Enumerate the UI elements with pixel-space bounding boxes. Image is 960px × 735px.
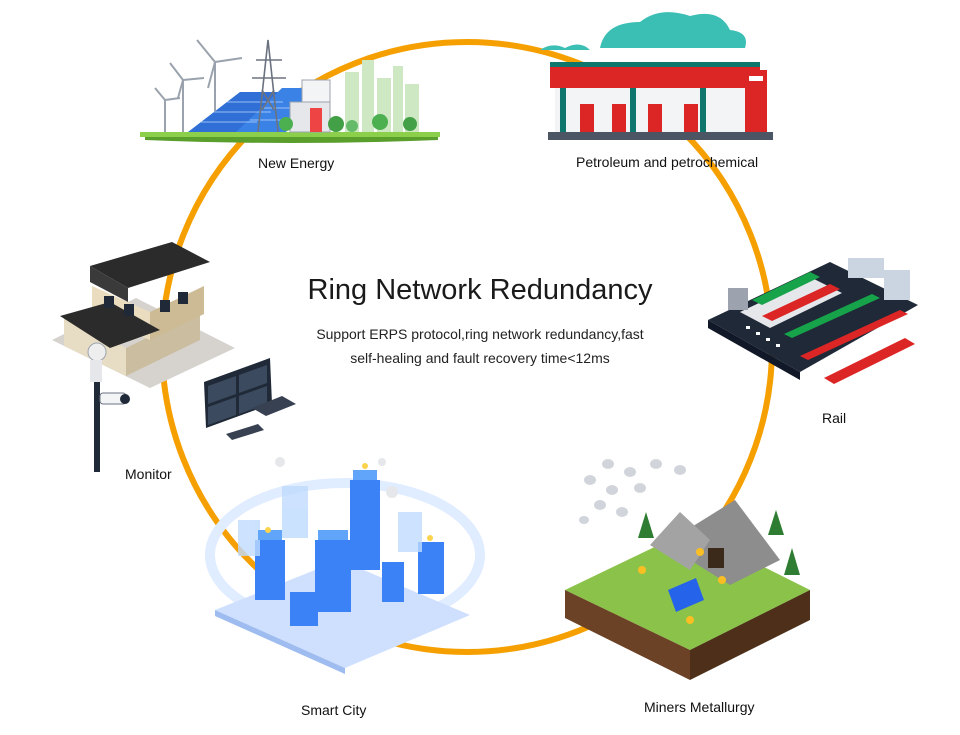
gas-station-icon <box>540 12 773 140</box>
node-label-monitor: Monitor <box>125 466 172 482</box>
node-label-rail: Rail <box>822 410 847 426</box>
smart-city-icon <box>205 457 485 674</box>
diagram-title: Ring Network Redundancy <box>307 274 653 306</box>
diagram-description-line-2: self-healing and fault recovery time<12m… <box>350 350 610 366</box>
node-label-smart-city: Smart City <box>301 702 367 718</box>
mine-site-icon <box>565 459 810 680</box>
solar-wind-farm-icon <box>140 39 440 143</box>
railway-station-icon <box>708 258 918 384</box>
node-label-new-energy: New Energy <box>258 155 335 171</box>
surveillance-house-icon <box>52 242 296 472</box>
node-label-petroleum: Petroleum and petrochemical <box>576 154 759 170</box>
diagram-description-line-1: Support ERPS protocol,ring network redun… <box>316 326 644 342</box>
node-label-miners: Miners Metallurgy <box>644 699 755 715</box>
